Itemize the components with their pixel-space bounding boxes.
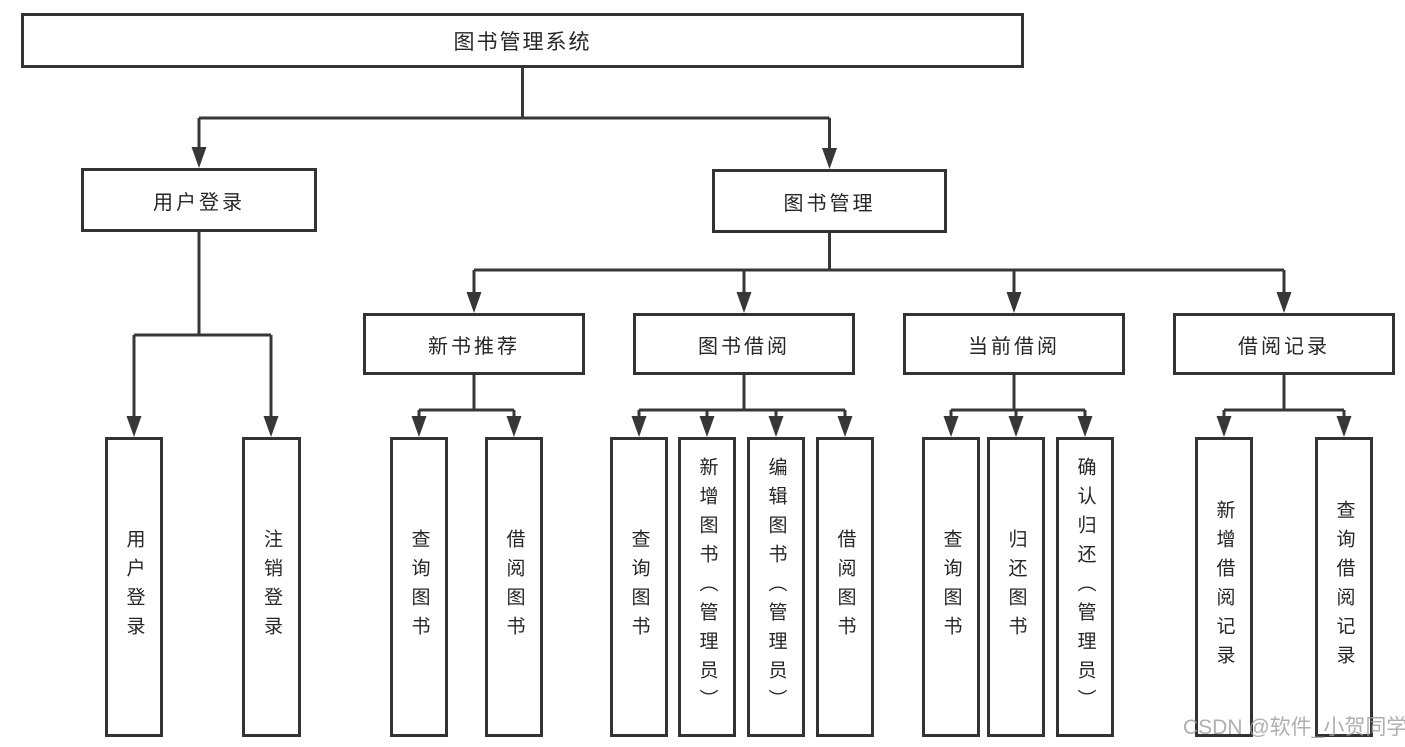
node-label: 图书管理 (783, 192, 876, 215)
node-edit-books-admin: 编辑图书（管理员） (747, 437, 805, 737)
arrow-icon (837, 416, 853, 437)
connector-borrowing-to-leaves (637, 375, 847, 421)
connector-userlogin-to-leaves (132, 232, 273, 420)
node-add-borrow-record: 新增借阅记录 (1195, 437, 1253, 737)
arrow-icon (1216, 416, 1232, 437)
node-library-system: 图书管理系统 (21, 13, 1024, 68)
node-label: 图书借阅 (698, 335, 790, 358)
node-query-books-borrowing: 查询图书 (610, 437, 668, 737)
arrow-icon (1336, 416, 1352, 437)
node-user-login: 用户登录 (81, 168, 317, 232)
arrow-icon (466, 292, 482, 313)
node-current-borrowing: 当前借阅 (903, 313, 1125, 375)
arrow-icon (699, 416, 715, 437)
connector-bookmgmt-to-level3 (472, 233, 1286, 296)
arrow-icon (263, 416, 279, 437)
node-label: 图书管理系统 (453, 30, 592, 54)
node-book-management: 图书管理 (712, 169, 947, 233)
node-label: 注销登录 (261, 529, 282, 645)
node-label: 新书推荐 (428, 335, 520, 358)
arrow-icon (1006, 292, 1022, 313)
csdn-watermark: CSDN @软件_小贺同学 (1183, 716, 1405, 739)
node-query-borrow-record: 查询借阅记录 (1315, 437, 1373, 737)
arrow-icon (768, 416, 784, 437)
node-query-books-current: 查询图书 (922, 437, 980, 737)
arrowheads (126, 147, 1352, 437)
connector-current-to-leaves (949, 375, 1087, 421)
connector-root-to-level2 (197, 68, 831, 152)
node-label: 查询图书 (628, 529, 650, 645)
arrow-icon (191, 147, 207, 168)
node-label: 借阅图书 (503, 529, 525, 645)
node-label: 归还图书 (1005, 529, 1027, 645)
node-borrow-books-borrowing: 借阅图书 (816, 437, 874, 737)
arrow-icon (943, 416, 959, 437)
node-label: 编辑图书（管理员） (765, 456, 787, 718)
node-label: 确认归还（管理员） (1074, 456, 1096, 718)
node-label: 借阅图书 (834, 529, 856, 645)
node-label: 借阅记录 (1238, 335, 1330, 358)
node-logout-action: 注销登录 (242, 437, 301, 737)
node-borrow-books-recommend: 借阅图书 (485, 437, 543, 737)
node-label: 用户登录 (153, 191, 245, 214)
node-user-login-action: 用户登录 (105, 437, 163, 737)
node-add-books-admin: 新增图书（管理员） (678, 437, 736, 737)
node-label: 查询图书 (408, 529, 430, 645)
arrow-icon (631, 416, 647, 437)
arrow-icon (1008, 416, 1024, 437)
node-label: 新增图书（管理员） (696, 456, 718, 718)
node-query-books-recommend: 查询图书 (390, 437, 448, 737)
arrow-icon (736, 292, 752, 313)
connector-newbook-to-leaves (417, 375, 516, 421)
node-label: 用户登录 (123, 529, 145, 645)
arrow-icon (411, 416, 427, 437)
arrow-icon (1077, 416, 1093, 437)
arrow-icon (506, 416, 522, 437)
connector-records-to-leaves (1222, 375, 1346, 421)
node-borrowing-records: 借阅记录 (1173, 313, 1395, 375)
arrow-icon (126, 416, 142, 437)
arrow-icon (1276, 292, 1292, 313)
node-label: 查询图书 (940, 529, 962, 645)
arrow-icon (822, 148, 837, 169)
node-label: 当前借阅 (968, 335, 1060, 358)
node-label: 新增借阅记录 (1213, 500, 1235, 674)
node-confirm-return-admin: 确认归还（管理员） (1056, 437, 1114, 737)
node-return-books: 归还图书 (987, 437, 1045, 737)
node-book-borrowing: 图书借阅 (633, 313, 855, 375)
node-label: 查询借阅记录 (1333, 500, 1355, 674)
node-new-book-recommendation: 新书推荐 (363, 313, 585, 375)
